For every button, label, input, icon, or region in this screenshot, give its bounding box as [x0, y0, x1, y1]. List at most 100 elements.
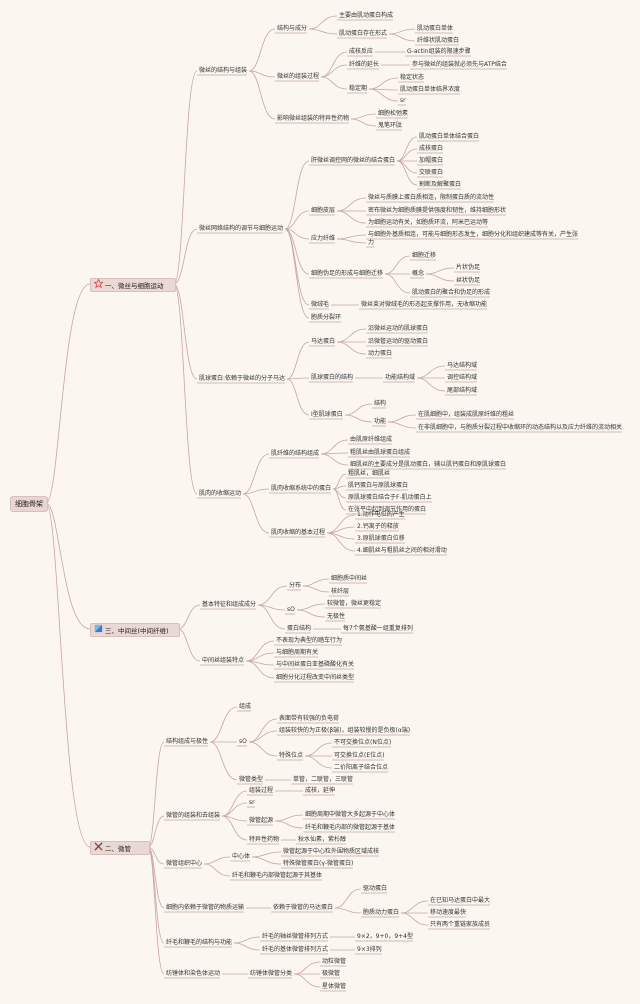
mindmap-node[interactable]: 纤毛的基体微管排列方式	[262, 946, 329, 953]
mindmap-node[interactable]: 组装较快的为正极(β端)，组装较慢的是负极(α端)	[279, 727, 411, 734]
mindmap-node[interactable]: 功能结构域	[385, 374, 416, 381]
mindmap-node[interactable]: 在已知马达蛋白中最大	[430, 897, 491, 904]
mindmap-node[interactable]: 在肌细胞中，组装成肌原纤维的粗丝	[418, 411, 515, 418]
mindmap-node[interactable]: 微丝与质膜上蛋白质相连，限制蛋白质的流动性	[368, 194, 495, 201]
mindmap-node[interactable]: 为细胞运动有关，如胞质环流，阿米巴运动等	[368, 219, 489, 226]
mindmap-node[interactable]: 细胞皮层	[311, 207, 336, 214]
mindmap-node[interactable]: 主要由肌动蛋白构成	[339, 12, 394, 19]
mindmap-node[interactable]: 胞质动力蛋白	[363, 909, 400, 916]
mindmap-node[interactable]: 细胞分化过程改变中间丝类型	[276, 674, 355, 681]
mindmap-node[interactable]: 由肌原纤维组成	[350, 436, 393, 443]
mindmap-node[interactable]: 细胞迁移	[412, 252, 437, 259]
mindmap-node[interactable]: 细胞内依赖于微管的物质运输	[166, 904, 245, 911]
mindmap-node[interactable]: 粗肌丝，细肌丝	[348, 470, 391, 477]
mindmap-node[interactable]: 成核反应	[349, 48, 374, 55]
mindmap-node[interactable]: 移动速度最快	[430, 909, 467, 916]
mindmap-node[interactable]: 细胞松弛素	[378, 110, 409, 117]
mindmap-node[interactable]: 特殊微管蛋白(γ-微管蛋白)	[283, 860, 354, 867]
mindmap-node[interactable]: 加帽蛋白	[419, 157, 444, 164]
mindmap-node[interactable]: 纤毛和鞭毛的结构与功能	[166, 939, 233, 946]
mindmap-node[interactable]: sr	[400, 97, 406, 104]
mindmap-node[interactable]: 星体微管	[322, 983, 347, 990]
mindmap-node[interactable]: 沿微丝运动的肌球蛋白	[368, 325, 429, 332]
mindmap-node[interactable]: 中心体	[232, 853, 251, 860]
mindmap-node[interactable]: I型肌球蛋白	[311, 411, 343, 418]
mindmap-node[interactable]: 1.动作电位的产生	[357, 511, 405, 518]
mindmap-node[interactable]: 组装过程	[249, 787, 274, 794]
mindmap-node[interactable]: 肌动蛋白单体	[417, 25, 454, 32]
mindmap-node[interactable]: 微管类型	[239, 776, 264, 783]
mindmap-node[interactable]: 与细胞外基质相连，可能与细胞形态发生，细胞分化和组织建成等有关，产生张	[368, 231, 579, 238]
mindmap-node[interactable]: 交联蛋白	[419, 169, 444, 176]
mindmap-node[interactable]: 片状伪足	[456, 264, 481, 271]
mindmap-node[interactable]: 微管起源	[249, 817, 274, 824]
mindmap-node[interactable]: 微丝的组装过程	[277, 73, 320, 80]
mindmap-node[interactable]: 力	[368, 239, 375, 246]
mindmap-node[interactable]: 在张平中起到调节作用的蛋白	[348, 506, 427, 513]
mindmap-node[interactable]: sr	[249, 799, 255, 806]
mindmap-node[interactable]: 肌球蛋白:依赖于微丝的分子马达	[199, 375, 286, 382]
mindmap-node[interactable]: 肌肉收缩的基本过程	[271, 529, 326, 536]
mindmap-node[interactable]: 纺锤体和染色体运动	[166, 970, 221, 977]
mindmap-node[interactable]: sO	[239, 738, 247, 745]
mindmap-node[interactable]: 动力蛋白	[368, 350, 393, 357]
mindmap-node[interactable]: 9×3排列	[357, 946, 382, 953]
mindmap-node[interactable]: 二价阳离子结合位点	[334, 764, 389, 771]
mindmap-node[interactable]: 微丝的结构与组装	[199, 67, 248, 74]
mindmap-node[interactable]: 结构与成分	[277, 25, 308, 32]
section-microtubule[interactable]: 二、微管	[90, 841, 150, 855]
mindmap-node[interactable]: 微管的组装和去组装	[166, 812, 221, 819]
mindmap-node[interactable]: 只有两个重链家族成员	[430, 921, 491, 928]
mindmap-node[interactable]: 纤维状肌动蛋白	[417, 37, 460, 44]
mindmap-node[interactable]: 影响微丝组装的特异性药物	[277, 115, 350, 122]
mindmap-node[interactable]: 无极性	[327, 613, 346, 620]
mindmap-node[interactable]: 单管，二联管，三联管	[293, 776, 354, 783]
mindmap-node[interactable]: 成核蛋白	[419, 145, 444, 152]
mindmap-node[interactable]: 核纤层	[331, 588, 350, 595]
mindmap-node[interactable]: 组成	[239, 703, 252, 710]
mindmap-node[interactable]: 稳定状态	[400, 74, 425, 81]
mindmap-node[interactable]: 马达蛋白	[311, 338, 336, 345]
mindmap-node[interactable]: 尾部结构域	[447, 387, 478, 394]
mindmap-node[interactable]: G-actin组装的限速步骤	[407, 48, 471, 55]
mindmap-node[interactable]: 蛋白结构	[287, 625, 312, 632]
mindmap-node[interactable]: 可交换位点(E位点)	[334, 752, 385, 759]
mindmap-node[interactable]: 原肌球蛋白结合于F-肌动蛋白上	[348, 494, 432, 501]
section-intermediate-filament[interactable]: 三、中间丝(中间纤维)	[90, 623, 180, 637]
mindmap-node[interactable]: 每7个氨基酸一组重复排列	[343, 625, 413, 632]
mindmap-node[interactable]: 丝状伪足	[456, 277, 481, 284]
mindmap-node[interactable]: 微丝网络结构的调节与细胞运动	[199, 225, 284, 232]
mindmap-node[interactable]: 成核，延伸	[305, 787, 336, 794]
mindmap-node[interactable]: 驱动蛋白	[363, 885, 388, 892]
mindmap-node[interactable]: 鬼笔环肽	[378, 122, 403, 129]
mindmap-node[interactable]: sO	[287, 606, 295, 613]
mindmap-node[interactable]: 秋水仙素，紫杉醇	[298, 836, 347, 843]
mindmap-node[interactable]: 肌动蛋白的聚合和伪足的形成	[412, 289, 491, 296]
mindmap-node[interactable]: 不可交换位点(N位点)	[334, 739, 392, 746]
root-node[interactable]: 细胞骨架	[10, 496, 48, 512]
mindmap-node[interactable]: 肌动蛋白单体结合蛋白	[419, 133, 480, 140]
mindmap-node[interactable]: 肌肉收缩系统中的蛋白	[271, 485, 332, 492]
mindmap-node[interactable]: 肌动蛋白单体临界浓度	[400, 86, 461, 93]
mindmap-node[interactable]: 基本特征和组成成分	[202, 601, 257, 608]
mindmap-node[interactable]: 肌钙蛋白与原肌球蛋白	[348, 482, 409, 489]
mindmap-node[interactable]: 肝微丝调控网的微丝的结合蛋白	[311, 157, 396, 164]
mindmap-node[interactable]: 调控结构域	[447, 374, 478, 381]
mindmap-node[interactable]: 4.细肌丝与粗肌丝之间的相对滑动	[357, 547, 447, 554]
mindmap-node[interactable]: 细胞周期中微管大多起源于中心体	[305, 811, 396, 818]
mindmap-node[interactable]: 稳定期	[349, 85, 368, 92]
mindmap-node[interactable]: 微管起源于中心粒外围物质区域成核	[283, 848, 380, 855]
mindmap-node[interactable]: 结构	[374, 400, 387, 407]
mindmap-node[interactable]: 肌纤维的结构组成	[271, 450, 320, 457]
mindmap-node[interactable]: 纺锤体微管分类	[250, 970, 293, 977]
mindmap-node[interactable]: 特殊位点	[279, 752, 304, 759]
mindmap-node[interactable]: 纤毛和鞭毛内部微管起源于其基体	[232, 872, 323, 879]
mindmap-node[interactable]: 与中间丝蛋白亚基磷酸化有关	[276, 661, 355, 668]
mindmap-node[interactable]: 中间丝组装特点	[202, 657, 245, 664]
section-microfilament[interactable]: 一、微丝与细胞运动	[90, 278, 176, 292]
mindmap-node[interactable]: 结构组成与极性	[166, 738, 209, 745]
mindmap-node[interactable]: 动粒微管	[322, 958, 347, 965]
mindmap-node[interactable]: 与细胞周期有关	[276, 649, 319, 656]
mindmap-node[interactable]: 分布	[289, 582, 302, 589]
mindmap-node[interactable]: 较微管，微丝更稳定	[327, 600, 382, 607]
